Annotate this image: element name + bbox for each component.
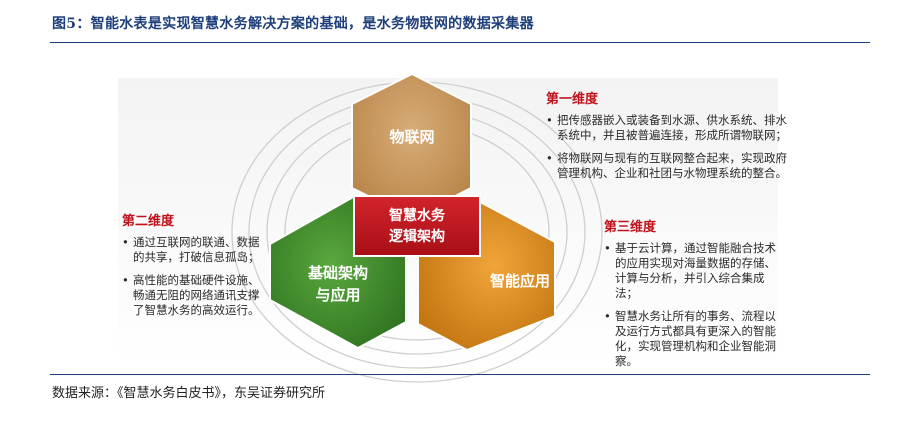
hexagon-top-iot [351, 72, 472, 220]
hexagon-right-label: 智能应用 [489, 272, 550, 290]
hexagon-left-label-line2: 与应用 [315, 286, 361, 304]
dimension-first: 第一维度 把传感器嵌入或装备到水源、供水系统、排水系统中，并且被普遍连接，形成所… [546, 88, 798, 189]
dimension-third-bullets: 基于云计算，通过智能融合技术的应用实现对海量数据的存储、计算与分析，并引入综合集… [604, 241, 780, 369]
hexagon-top-label: 物联网 [389, 128, 435, 146]
hexagon-left-label-line1: 基础架构 [307, 264, 368, 282]
dimension-first-bullet-2: 将物联网与现有的互联网整合起来，实现政府管理机构、企业和社团与水物理系统的整合。 [546, 151, 798, 181]
dimension-second-bullet-2: 高性能的基础硬件设施、畅通无阻的网络通讯支撑了智慧水务的高效运行。 [122, 273, 262, 318]
title-rule [50, 42, 870, 43]
dimension-third-bullet-2: 智慧水务让所有的事务、流程以及运行方式都具有更深入的智能化，实现管理机构和企业智… [604, 309, 780, 369]
dimension-third-bullet-1: 基于云计算，通过智能融合技术的应用实现对海量数据的存储、计算与分析，并引入综合集… [604, 241, 780, 301]
dimension-second: 第二维度 通过互联网的联通、数据的共享，打破信息孤岛； 高性能的基础硬件设施、畅… [122, 210, 262, 326]
source-note: 数据来源：《智慧水务白皮书》，东吴证券研究所 [52, 386, 326, 401]
dimension-third-title: 第三维度 [604, 220, 657, 235]
dimension-first-bullet-1: 把传感器嵌入或装备到水源、供水系统、排水系统中，并且被普遍连接，形成所谓物联网； [546, 113, 798, 143]
dimension-second-bullet-1: 通过互联网的联通、数据的共享，打破信息孤岛； [122, 235, 262, 265]
dimension-second-title: 第二维度 [122, 214, 175, 229]
center-label-line2: 逻辑架构 [389, 229, 445, 245]
dimension-first-bullets: 把传感器嵌入或装备到水源、供水系统、排水系统中，并且被普遍连接，形成所谓物联网；… [546, 113, 798, 181]
figure-title: 图5：智能水表是实现智慧水务解决方案的基础，是水务物联网的数据采集器 [52, 16, 534, 32]
center-box [353, 195, 481, 257]
center-label: 智慧水务 逻辑架构 [354, 206, 480, 248]
dimension-second-bullets: 通过互联网的联通、数据的共享，打破信息孤岛； 高性能的基础硬件设施、畅通无阻的网… [122, 235, 262, 318]
dimension-third: 第三维度 基于云计算，通过智能融合技术的应用实现对海量数据的存储、计算与分析，并… [604, 216, 780, 377]
center-label-line1: 智慧水务 [389, 208, 445, 224]
dimension-first-title: 第一维度 [546, 92, 599, 107]
source-rule [50, 374, 870, 375]
hexagon-left-label: 基础架构 与应用 [278, 262, 398, 306]
